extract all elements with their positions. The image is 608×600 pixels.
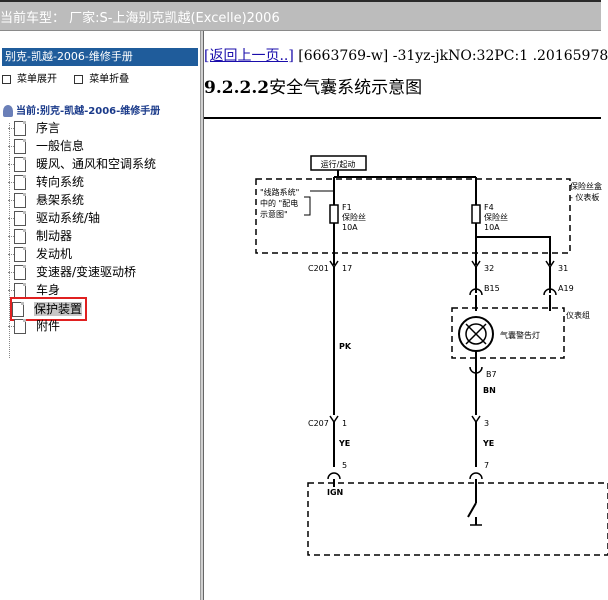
- sidebar-item-accessories[interactable]: 附件: [8, 317, 61, 335]
- sidebar-item-body[interactable]: 车身: [8, 281, 61, 299]
- warning-lamp-label: 气囊警告灯: [500, 330, 540, 340]
- pane-splitter[interactable]: [200, 31, 204, 600]
- back-link[interactable]: [返回上一页..]: [204, 48, 294, 64]
- sdm-module-outline: [307, 482, 608, 556]
- manual-title: 别克-凯越-2006-维修手册: [2, 48, 198, 66]
- b7-label: B7: [486, 370, 497, 379]
- left-note-2: 中的 "配电: [260, 198, 298, 208]
- wire-ye2-label: YE: [482, 439, 494, 448]
- document-icon: [14, 265, 26, 280]
- fuse-f1: [329, 204, 339, 224]
- sidebar-item-preface[interactable]: 序言: [8, 119, 61, 137]
- sidebar-item-label: 暖风、通风和空调系统: [36, 157, 157, 171]
- right-note-1: 保险丝盒: [570, 181, 602, 191]
- a19-label: A19: [558, 284, 574, 293]
- cluster-label: 仪表组: [566, 310, 590, 320]
- section-number: 9.2.2.2: [204, 78, 270, 98]
- expand-menu-button[interactable]: 菜单展开: [2, 74, 57, 85]
- title-bar-edge: [0, 0, 601, 2]
- document-icon: [14, 193, 26, 208]
- sidebar-item-label: 序言: [36, 121, 61, 135]
- menu-controls: 菜单展开 菜单折叠: [2, 70, 143, 85]
- f4-name: 保险丝: [484, 212, 508, 222]
- content-pane: [返回上一页..] [6663769-w] -31yz-jkNO:32PC:1 …: [204, 31, 608, 600]
- collapse-icon: [74, 74, 84, 84]
- tree-root-label: 当前:别克-凯越-2006-维修手册: [16, 106, 161, 117]
- pin-32: 32: [484, 264, 494, 273]
- pin-31: 31: [558, 264, 568, 273]
- f1-label: F1: [342, 203, 352, 212]
- sidebar-item-label: 制动器: [36, 229, 73, 243]
- b15-label: B15: [484, 284, 500, 293]
- document-id: [6663769-w] -31yz-jkNO:32PC:1 .20165978: [298, 48, 608, 64]
- ign-label: IGN: [327, 488, 343, 497]
- tree-root[interactable]: 当前:别克-凯越-2006-维修手册: [3, 102, 160, 117]
- f1-rating: 10A: [342, 223, 358, 232]
- sidebar-item-label: 保护装置: [34, 302, 83, 316]
- tree-connector: [9, 123, 10, 358]
- sidebar-item-suspension[interactable]: 悬架系统: [8, 191, 85, 209]
- document-icon: [14, 229, 26, 244]
- sidebar-item-label: 悬架系统: [36, 193, 85, 207]
- pin-5: 5: [342, 461, 347, 470]
- sidebar-item-restraints[interactable]: 保护装置: [9, 297, 88, 321]
- sidebar-item-label: 转向系统: [36, 175, 85, 189]
- expand-label: 菜单展开: [17, 74, 57, 85]
- collapse-menu-button[interactable]: 菜单折叠: [74, 74, 129, 85]
- document-icon: [14, 139, 26, 154]
- document-icon: [14, 319, 26, 334]
- airbag-schematic: 运行/起动 "线路系统" 中的 "配电 示意图" 保险丝盒 - 仪表板 F1 保…: [204, 117, 608, 556]
- page-title: 9.2.2.2安全气囊系统示意图: [204, 73, 422, 98]
- sidebar-item-transmission[interactable]: 变速器/变速驱动桥: [8, 263, 137, 281]
- document-icon: [14, 175, 26, 190]
- sidebar-item-label: 车身: [36, 283, 61, 297]
- f4-label: F4: [484, 203, 494, 212]
- f1-name: 保险丝: [342, 212, 366, 222]
- sidebar-item-driveline[interactable]: 驱动系统/轴: [8, 209, 101, 227]
- sidebar-item-label: 驱动系统/轴: [36, 211, 101, 225]
- window-title: 当前车型： 厂家:S-上海别克凯越(Excelle)2006: [0, 11, 280, 26]
- pin-7: 7: [484, 461, 489, 470]
- fuse-f4: [471, 204, 481, 224]
- cluster-outline: [451, 307, 565, 359]
- run-start-label: 运行/起动: [321, 159, 356, 169]
- f4-rating: 10A: [484, 223, 500, 232]
- sidebar-item-label: 附件: [36, 319, 61, 333]
- sidebar: 别克-凯越-2006-维修手册 菜单展开 菜单折叠 当前:别克-凯越-2006-…: [0, 31, 200, 600]
- sidebar-item-engine[interactable]: 发动机: [8, 245, 73, 263]
- left-note-3: 示意图": [260, 209, 288, 219]
- sidebar-item-brakes[interactable]: 制动器: [8, 227, 73, 245]
- fuse-box-outline: [255, 178, 571, 254]
- collapse-label: 菜单折叠: [89, 74, 130, 85]
- sidebar-item-label: 发动机: [36, 247, 73, 261]
- section-title: 安全气囊系统示意图: [269, 78, 423, 98]
- c201-label: C201: [308, 264, 329, 273]
- sidebar-item-general[interactable]: 一般信息: [8, 137, 85, 155]
- left-note-1: "线路系统": [260, 187, 299, 197]
- document-icon: [12, 302, 24, 317]
- expand-icon: [2, 74, 11, 84]
- sidebar-item-steering[interactable]: 转向系统: [8, 173, 85, 191]
- document-icon: [14, 121, 26, 136]
- root-icon: [3, 105, 13, 117]
- pin-1: 1: [342, 419, 347, 428]
- pin-17: 17: [342, 264, 352, 273]
- title-bar: 当前车型： 厂家:S-上海别克凯越(Excelle)2006: [0, 0, 601, 31]
- right-note-2: - 仪表板: [570, 192, 599, 202]
- wire-bn-label: BN: [483, 386, 496, 395]
- sidebar-item-label: 一般信息: [36, 139, 85, 153]
- nav-line: [返回上一页..] [6663769-w] -31yz-jkNO:32PC:1 …: [204, 45, 608, 65]
- pin-3: 3: [484, 419, 489, 428]
- sidebar-item-label: 变速器/变速驱动桥: [36, 265, 137, 279]
- switch-icon: [467, 502, 477, 518]
- sidebar-item-hvac[interactable]: 暖风、通风和空调系统: [8, 155, 157, 173]
- document-icon: [14, 211, 26, 226]
- wire-pk-label: PK: [339, 342, 352, 351]
- document-icon: [14, 157, 26, 172]
- wire-ye1-label: YE: [338, 439, 350, 448]
- document-icon: [14, 283, 26, 298]
- document-icon: [14, 247, 26, 262]
- c207-label: C207: [308, 419, 329, 428]
